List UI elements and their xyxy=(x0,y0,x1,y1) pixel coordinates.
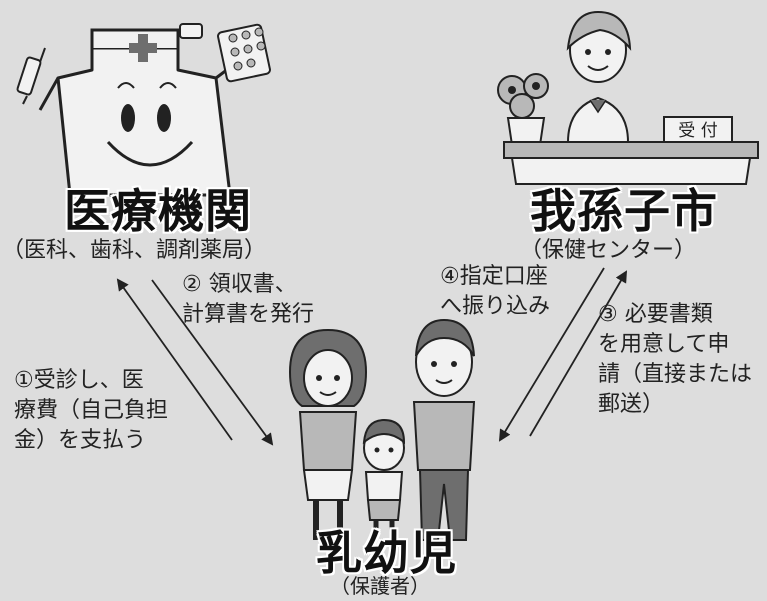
reception-sign-text: 受 付 xyxy=(678,121,717,141)
step3-text: ③ 必要書類 を用意して申 請（直接または 郵送） xyxy=(598,302,753,417)
child-icon xyxy=(362,418,406,538)
syringe-icon xyxy=(16,47,46,105)
step4-text: ④指定口座 へ振り込み xyxy=(440,264,551,319)
arrow-step4 xyxy=(498,267,605,442)
reception-sign xyxy=(663,116,733,143)
mother-icon xyxy=(288,328,368,540)
flow-arrows xyxy=(116,267,628,446)
hospital-mascot-icon xyxy=(16,23,271,197)
arrow-step3 xyxy=(529,270,628,437)
step1-text: ①受診し、医 療費（自己負担 金）を支払う xyxy=(14,368,169,453)
arrow-step1 xyxy=(116,278,233,441)
city-subtitle: （保健センター） xyxy=(520,238,697,263)
father-icon xyxy=(412,318,476,541)
flower-vase-icon xyxy=(497,73,549,146)
reception-desk-icon: 受 付 xyxy=(497,10,759,185)
infant-title: 乳幼児 xyxy=(316,526,457,580)
family-icon xyxy=(288,318,476,541)
medical-institution-subtitle: （医科、歯科、調剤薬局） xyxy=(2,238,267,263)
receptionist-icon xyxy=(566,10,632,143)
medical-institution-title: 医療機関 xyxy=(64,184,252,238)
city-title: 我孫子市 xyxy=(530,184,718,238)
infant-subtitle: （保護者） xyxy=(330,574,430,598)
arrow-step2 xyxy=(151,279,274,446)
pill-pack-icon xyxy=(217,23,271,83)
step2-text: ② 領収書、 計算書を発行 xyxy=(182,272,315,327)
